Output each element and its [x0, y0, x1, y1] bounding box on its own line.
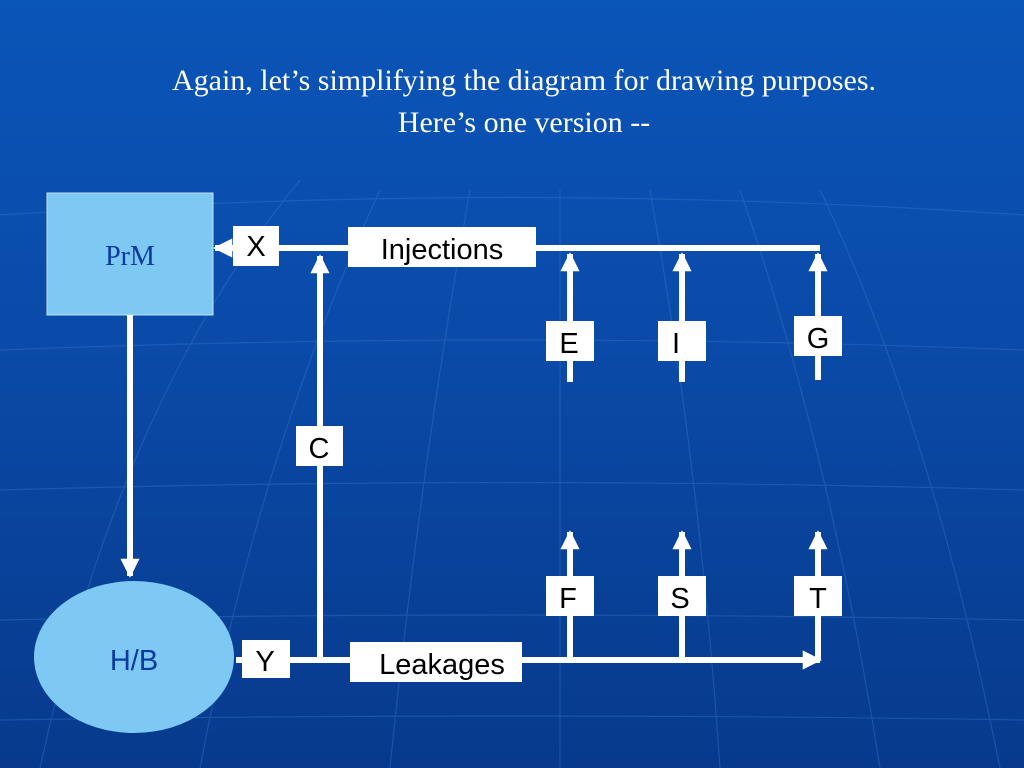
label-c-text: C — [309, 433, 330, 465]
label-t-text: T — [809, 583, 827, 615]
label-i-text: I — [672, 328, 680, 360]
label-injections-text: Injections — [381, 234, 504, 266]
title-line-1: Again, let’s simplifying the diagram for… — [171, 64, 877, 97]
label-t: T — [794, 576, 842, 616]
label-e-text: E — [559, 328, 578, 360]
label-injections: Injections — [348, 227, 536, 267]
label-s-text: S — [670, 583, 689, 615]
label-x-text: X — [246, 231, 265, 263]
hb-label: H/B — [110, 645, 158, 677]
prm-box — [46, 192, 214, 316]
label-g: G — [794, 316, 842, 356]
label-f-text: F — [559, 583, 577, 615]
label-f: F — [546, 576, 594, 616]
prm-label: PrM — [105, 241, 155, 272]
title-line-2: Here’s one version -- — [397, 106, 651, 139]
label-x: X — [233, 226, 279, 266]
label-s: S — [658, 576, 706, 616]
label-g-text: G — [807, 323, 830, 355]
label-e: E — [546, 321, 594, 361]
label-y-text: Y — [255, 646, 274, 678]
label-c: C — [296, 426, 343, 466]
label-leakages: Leakages — [350, 642, 522, 682]
label-i: I — [658, 321, 706, 361]
label-y: Y — [242, 640, 290, 678]
label-leakages-text: Leakages — [379, 649, 505, 681]
slide-title: Again, let’s simplifying the diagram for… — [0, 60, 1024, 144]
hb-ellipse — [34, 581, 234, 733]
